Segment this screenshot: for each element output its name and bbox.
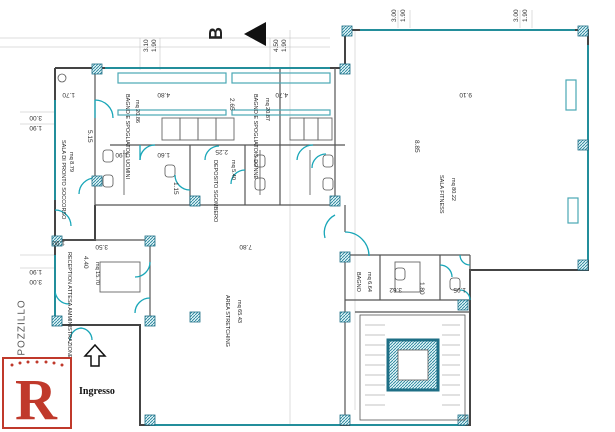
dim-3-50: 3.50 bbox=[95, 243, 108, 250]
stair-core bbox=[359, 314, 466, 421]
room-deposito-area: mq 5.40 bbox=[230, 160, 236, 180]
room-donne-name: BAGNO E SPOGLIATOIO DONNE bbox=[252, 94, 258, 179]
room-donne-area: mq 20.87 bbox=[264, 98, 270, 121]
room-bagno-area: mq 6.64 bbox=[366, 272, 372, 292]
logo-letter: R bbox=[15, 367, 58, 427]
dim-4-80: 4.80 bbox=[157, 91, 170, 98]
compass-letter: B bbox=[206, 27, 226, 40]
dim-4-40: 4.40 bbox=[82, 256, 89, 269]
dimension-labels: 1.70 4.80 2.65 4.70 9.10 5.15 1.60 2.25 … bbox=[29, 9, 529, 295]
construction-lines bbox=[0, 10, 533, 425]
left-dim-3-00: 3.00 bbox=[29, 114, 42, 121]
room-fitness-name: SALA FITNESS bbox=[438, 175, 444, 214]
dim-8-85: 8.85 bbox=[413, 140, 420, 153]
dim-2-65: 2.65 bbox=[228, 98, 235, 111]
dim-4-70: 4.70 bbox=[275, 91, 288, 98]
dim-1-60: 1.60 bbox=[157, 151, 170, 158]
logo-mark: R bbox=[10, 360, 64, 432]
room-soccorso-name: SALA DI PRONTO SOCCORSO bbox=[60, 140, 66, 220]
left-dim-1-90: 1.90 bbox=[29, 124, 42, 131]
room-uomini-area: mq 20.86 bbox=[134, 100, 140, 123]
room-stretching-name: AREA STRETCHING bbox=[224, 295, 230, 347]
left-dim-1-90-b: 1.90 bbox=[29, 268, 42, 275]
dim-1-90-b: 1.90 bbox=[52, 239, 65, 246]
dim-3-62: 3.62 bbox=[389, 286, 402, 293]
compass-arrow-icon bbox=[244, 22, 266, 46]
toilets bbox=[57, 73, 461, 291]
dim-1-70: 1.70 bbox=[62, 91, 75, 98]
dim-9-10: 9.10 bbox=[459, 91, 472, 98]
dim-7-80: 7.80 bbox=[239, 243, 252, 250]
top-dim-1-90-a: 1.90 bbox=[151, 39, 158, 52]
logo: R bbox=[2, 357, 72, 432]
room-deposito-name: DEPOSITO SGOMBERO bbox=[212, 160, 218, 223]
top-dim-1-90-b: 1.90 bbox=[281, 39, 288, 52]
door-swings bbox=[54, 99, 471, 341]
dim-1-95: 1.95 bbox=[453, 286, 466, 293]
room-fitness-area: mq 80.22 bbox=[450, 178, 456, 201]
room-reception-name: RECEPTION ATTESA AMMINISTRAZIONE bbox=[66, 252, 72, 359]
outer-walls bbox=[54, 29, 589, 426]
top-dim-3-00-b: 3.00 bbox=[513, 9, 520, 22]
dim-2-25: 2.25 bbox=[215, 148, 228, 155]
top-dim-1-90-c: 1.90 bbox=[400, 9, 407, 22]
room-uomini-name: BAGNO E SPOGLIATOIO UOMINI bbox=[124, 94, 130, 180]
room-labels: SALA DI PRONTO SOCCORSO mq 8.79 RECEPTIO… bbox=[60, 94, 456, 359]
entrance-label: Ingresso bbox=[79, 386, 115, 397]
dim-1-90-a: 1.90 bbox=[115, 151, 128, 158]
windows bbox=[54, 29, 589, 426]
room-bagno-name: BAGNO bbox=[355, 272, 361, 293]
pillars bbox=[51, 25, 589, 426]
left-dim-3-00-b: 3.00 bbox=[29, 278, 42, 285]
dim-1-80: 1.80 bbox=[418, 282, 425, 295]
interior-walls bbox=[55, 68, 471, 425]
entrance-arrow-icon bbox=[83, 343, 107, 367]
room-reception-area: mq 15.70 bbox=[94, 262, 100, 285]
top-dim-3-10: 3.10 bbox=[143, 39, 150, 52]
top-dim-4-50: 4.50 bbox=[273, 39, 280, 52]
dim-5-15: 5.15 bbox=[86, 130, 93, 143]
street-label: POZZILLO bbox=[16, 299, 28, 356]
top-dim-3-00-a: 3.00 bbox=[391, 9, 398, 22]
benches bbox=[117, 72, 579, 224]
dim-1-15: 1.15 bbox=[172, 182, 179, 195]
room-soccorso-area: mq 8.79 bbox=[68, 152, 74, 172]
top-dim-1-90-d: 1.90 bbox=[522, 9, 529, 22]
room-stretching-area: mq 65.43 bbox=[236, 300, 242, 323]
